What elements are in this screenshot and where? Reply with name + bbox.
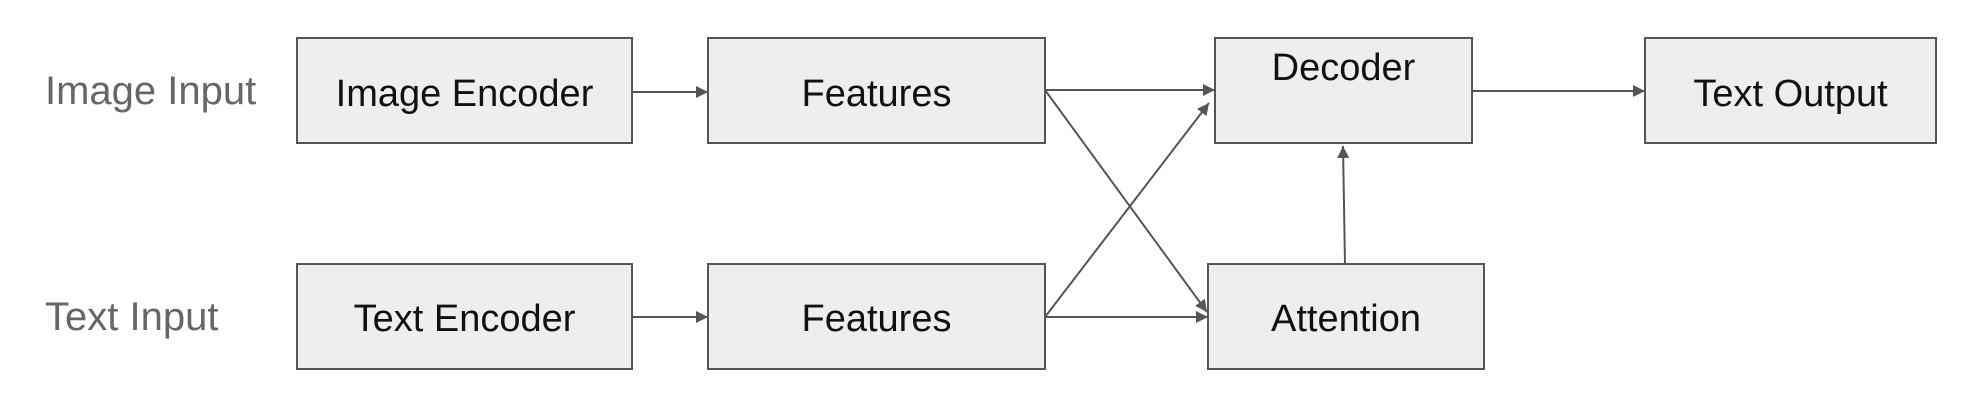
attention-label: Attention — [1271, 298, 1421, 340]
attention-node: Attention — [1207, 263, 1485, 370]
text-encoder-label: Text Encoder — [354, 298, 576, 340]
edge-image-features-to-attention — [1044, 89, 1208, 313]
decoder-label: Decoder — [1272, 47, 1416, 89]
edge-text-features-to-decoder — [1044, 102, 1210, 318]
text-features-label: Features — [802, 298, 952, 340]
text-features-node: Features — [707, 263, 1046, 370]
image-input-label: Image Input — [45, 69, 256, 113]
image-encoder-label: Image Encoder — [336, 73, 594, 115]
text-output-node: Text Output — [1644, 37, 1937, 144]
image-features-label: Features — [802, 73, 952, 115]
image-encoder-node: Image Encoder — [296, 37, 633, 144]
decoder-node: Decoder — [1214, 37, 1473, 144]
text-encoder-node: Text Encoder — [296, 263, 633, 370]
text-input-label: Text Input — [45, 295, 218, 339]
edge-attention-to-decoder — [1337, 145, 1350, 265]
edges — [632, 84, 1645, 323]
image-features-node: Features — [707, 37, 1046, 144]
text-output-label: Text Output — [1693, 73, 1888, 115]
